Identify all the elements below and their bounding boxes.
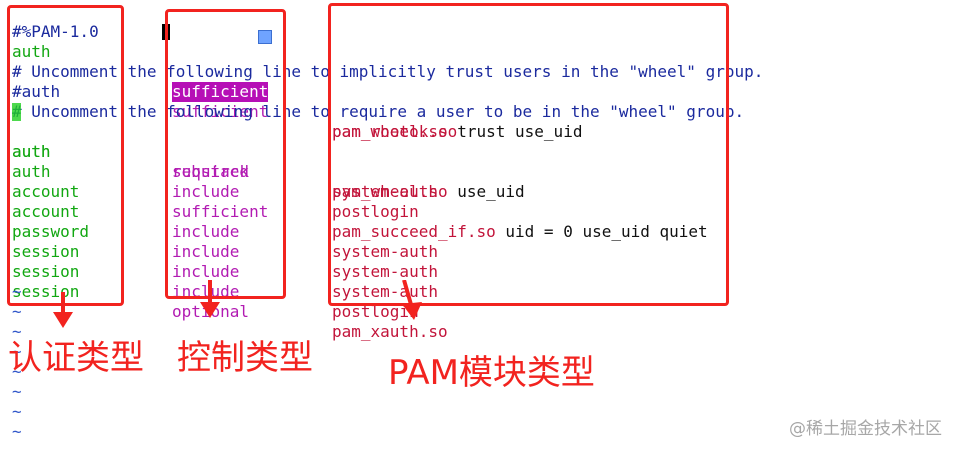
watermark: @稀土掘金技术社区: [789, 419, 942, 439]
config-line-8: session include system-auth: [0, 222, 438, 301]
module-name: system-auth: [332, 182, 438, 201]
module-name: pam_xauth.so: [332, 322, 448, 341]
auth-type: account: [12, 202, 80, 221]
green-cursor: [12, 103, 21, 121]
type-column-highlight: [7, 5, 124, 306]
control-flag: include: [172, 242, 240, 261]
auth-type: password: [12, 222, 90, 241]
config-line-5: account sufficient pam_succeed_if.so uid…: [0, 162, 708, 241]
module-name: system-auth: [332, 282, 438, 301]
control-flag: include: [172, 262, 240, 281]
arrow-down-icon: [402, 280, 422, 320]
comment-text: # Uncomment the following line to implic…: [12, 62, 764, 81]
config-line-1: auth sufficient pam_rootok.so: [0, 22, 457, 141]
module-name: system-auth: [332, 242, 438, 261]
module-column-highlight: [328, 3, 729, 306]
config-line-6: account include system-auth: [0, 182, 438, 261]
auth-type: auth: [12, 142, 51, 161]
module-name: pam_rootok.so: [332, 122, 458, 141]
arrow-down-icon: [53, 292, 73, 328]
control-flag: substack: [172, 162, 250, 181]
module-name: pam_succeed_if.so uid = 0 use_uid quiet: [332, 222, 708, 241]
auth-type: auth: [12, 162, 51, 181]
module-name: postlogin: [332, 202, 419, 221]
control-flag: required: [172, 162, 250, 181]
document-icon: [258, 30, 272, 44]
control-flag: sufficient: [172, 82, 269, 102]
header-line: #%PAM-1.0: [0, 2, 99, 41]
control-flag: include: [172, 182, 240, 201]
auth-type: auth: [12, 142, 51, 161]
arrow-down-icon: [200, 280, 220, 318]
control-type-label: 控制类型: [177, 338, 313, 378]
pam-header: #%PAM-1.0: [12, 22, 99, 41]
comment-line-2: # Uncomment the following line to requir…: [0, 82, 744, 121]
control-column-highlight: [165, 9, 286, 299]
commented-auth-line: #auth sufficient pam_wheel.so trust use_…: [0, 62, 582, 141]
config-line-4: auth include postlogin: [0, 142, 419, 221]
config-line-7: password include system-auth: [0, 202, 438, 281]
config-line-3: auth substack system-auth: [0, 122, 438, 201]
control-flag: sufficient: [172, 202, 269, 221]
control-flag: sufficient: [172, 102, 269, 121]
module-name: postlogin: [332, 302, 419, 321]
module-name: pam_wheel.so trust use_uid: [332, 122, 583, 141]
auth-type-label: 认证类型: [8, 338, 144, 378]
module-name: system-auth: [332, 262, 438, 281]
auth-type: session: [12, 262, 80, 281]
auth-type: session: [12, 242, 80, 261]
control-flag: include: [172, 222, 240, 241]
auth-type: auth: [12, 42, 51, 61]
module-name: pam_wheel.so use_uid: [332, 182, 525, 201]
module-type-label: PAM模块类型: [388, 353, 595, 393]
comment-text: # Uncomment the following line to requir…: [12, 102, 745, 121]
auth-type: account: [12, 182, 80, 201]
comment-line-1: # Uncomment the following line to implic…: [0, 42, 763, 81]
config-line-2: auth required pam_wheel.so use_uid: [0, 102, 525, 201]
auth-type: #auth: [12, 82, 61, 101]
